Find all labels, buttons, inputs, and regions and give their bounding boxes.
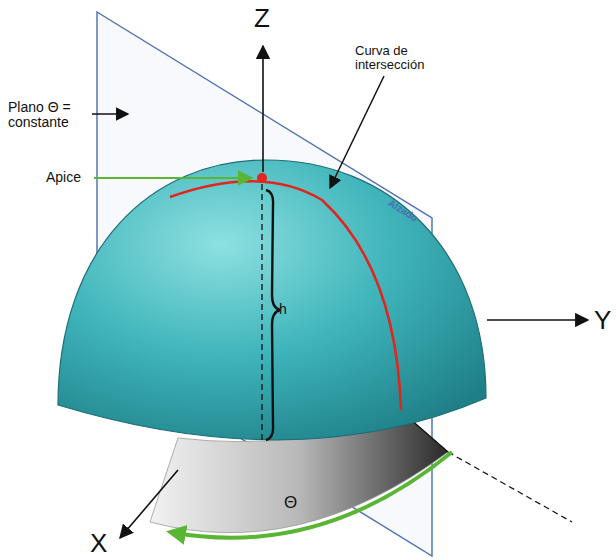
axis-label: Z xyxy=(254,4,270,33)
y-axis xyxy=(487,319,588,321)
apex-dot xyxy=(257,173,267,183)
plane-trace xyxy=(448,452,572,522)
plane-leader xyxy=(92,113,128,115)
theta-arc xyxy=(170,452,452,538)
angle-label: Θ xyxy=(284,494,297,513)
curve-leader xyxy=(330,76,384,188)
axis-label: Y xyxy=(594,306,611,335)
plane-name: Alzado xyxy=(386,197,420,224)
height-label: h xyxy=(279,302,287,317)
plane-label: Plano Θ = constante xyxy=(8,100,90,131)
hemisphere xyxy=(58,160,486,440)
height-brace xyxy=(266,190,280,440)
curve-label: Curva de intersección xyxy=(355,44,451,73)
axis-label: X xyxy=(90,529,107,558)
apex-label: Apice xyxy=(46,170,81,185)
height-line xyxy=(261,184,262,440)
x-axis xyxy=(120,470,178,538)
apex-leader xyxy=(94,177,252,179)
intersection-curve xyxy=(170,181,401,410)
z-axis xyxy=(262,46,264,172)
